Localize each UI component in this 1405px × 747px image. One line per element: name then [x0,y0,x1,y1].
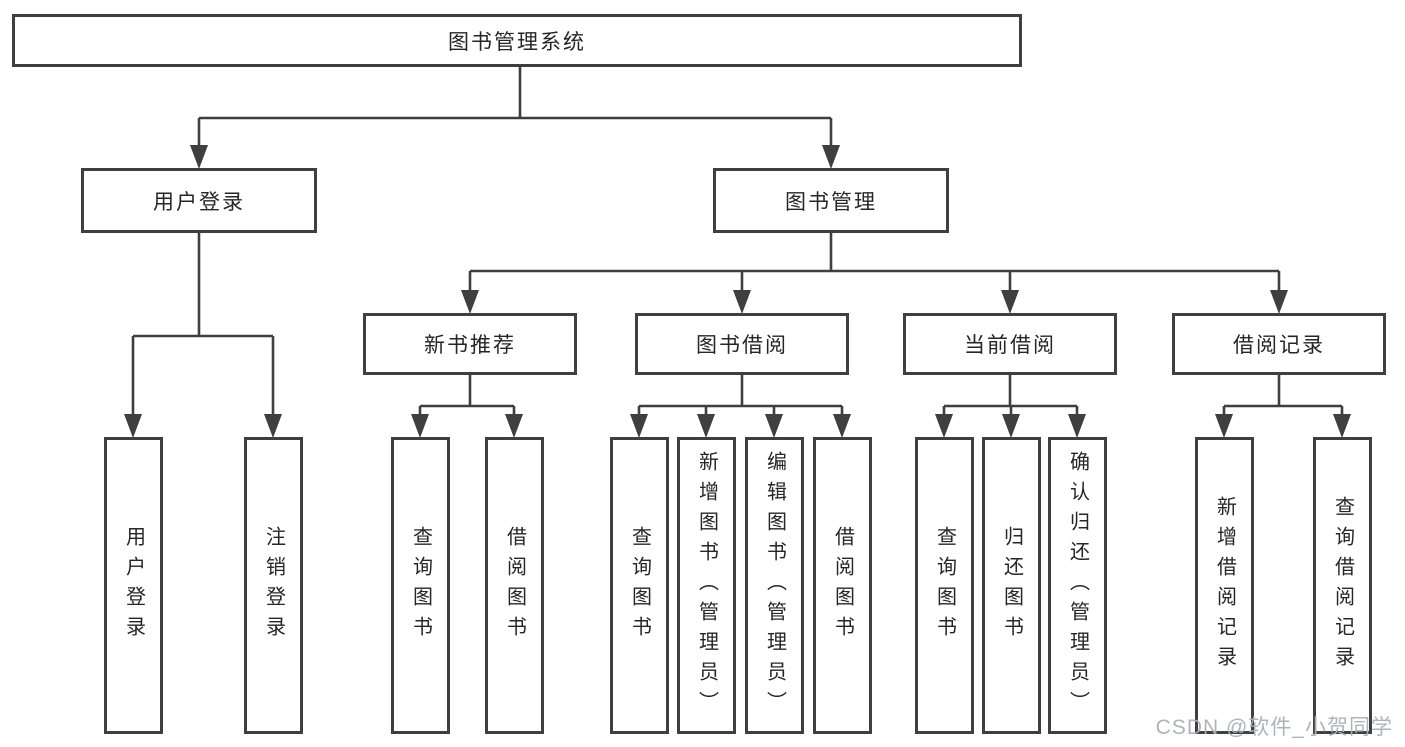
node-book-borrowing-label: 图书借阅 [696,334,788,357]
node-root-label: 图书管理系统 [448,30,586,54]
node-borrowing-records: 借阅记录 [1172,313,1386,375]
leaf-borrow-borrow: 借阅图书 [813,437,872,734]
leaf-current-return-label: 归还图书 [1000,525,1023,646]
node-root: 图书管理系统 [12,14,1022,67]
leaf-borrow-borrow-label: 借阅图书 [831,525,854,646]
leaf-borrow-query: 查询图书 [610,437,669,734]
leaf-newbooks-borrow: 借阅图书 [485,437,544,734]
leaf-borrow-add-admin-label: 新增图书（管理员） [695,450,718,721]
node-user-login-label: 用户登录 [153,190,245,214]
leaf-user-login-label: 用户登录 [122,525,145,646]
leaf-records-add-label: 新增借阅记录 [1213,495,1236,676]
leaf-borrow-edit-admin: 编辑图书（管理员） [745,437,804,734]
watermark: CSDN @软件_小贺同学 [1155,716,1393,739]
node-new-book-recommend: 新书推荐 [363,313,577,375]
node-book-borrowing: 图书借阅 [635,313,849,375]
node-current-borrowing-label: 当前借阅 [964,334,1056,357]
leaf-borrow-edit-admin-label: 编辑图书（管理员） [763,450,786,721]
leaf-borrow-add-admin: 新增图书（管理员） [677,437,736,734]
leaf-records-query: 查询借阅记录 [1313,437,1372,734]
leaf-newbooks-query-label: 查询图书 [409,525,432,646]
leaf-user-login: 用户登录 [104,437,163,734]
node-borrowing-records-label: 借阅记录 [1233,334,1325,357]
leaf-logout: 注销登录 [244,437,303,734]
leaf-current-confirm-admin-label: 确认归还（管理员） [1066,450,1089,721]
leaf-logout-label: 注销登录 [262,525,285,646]
leaf-records-add: 新增借阅记录 [1195,437,1254,734]
leaf-records-query-label: 查询借阅记录 [1331,495,1354,676]
node-book-management-label: 图书管理 [785,190,877,214]
leaf-newbooks-query: 查询图书 [391,437,450,734]
node-user-login: 用户登录 [81,168,317,233]
leaf-current-confirm-admin: 确认归还（管理员） [1048,437,1107,734]
node-new-book-recommend-label: 新书推荐 [424,334,516,357]
leaf-current-return: 归还图书 [982,437,1041,734]
leaf-newbooks-borrow-label: 借阅图书 [503,525,526,646]
leaf-current-query-label: 查询图书 [933,525,956,646]
node-book-management: 图书管理 [713,168,949,233]
leaf-borrow-query-label: 查询图书 [628,525,651,646]
leaf-current-query: 查询图书 [915,437,974,734]
node-current-borrowing: 当前借阅 [903,313,1117,375]
